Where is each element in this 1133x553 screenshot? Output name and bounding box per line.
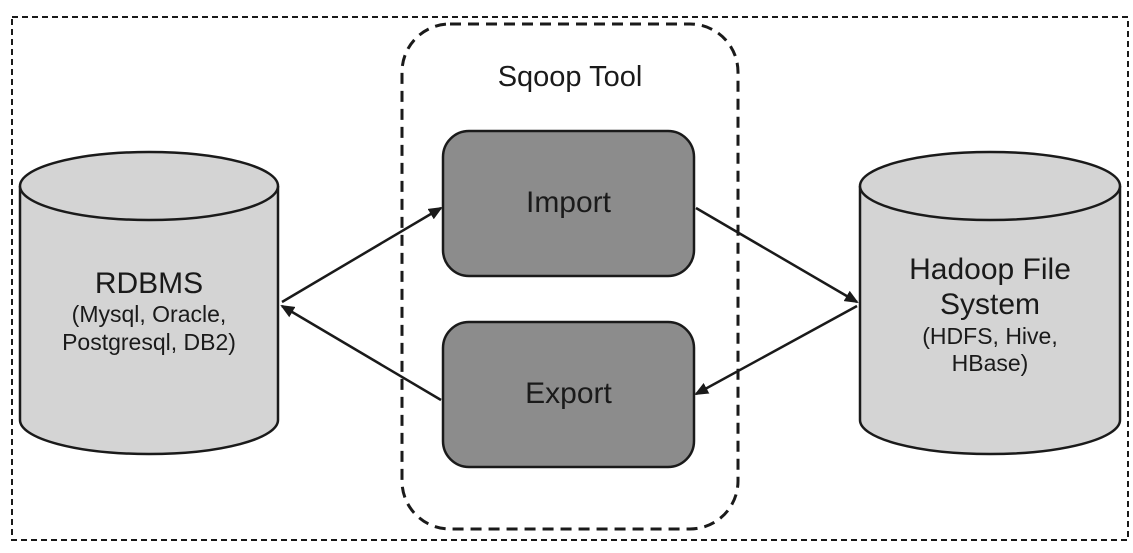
rdbms-subtitle-line2: Postgresql, DB2) (62, 328, 236, 355)
hadoop-cylinder-body (858, 186, 1122, 456)
hadoop-label-group: Hadoop File System (HDFS, Hive, HBase) (860, 252, 1120, 377)
export-box (441, 320, 696, 469)
export-label: Export (525, 377, 612, 410)
rdbms-cylinder-body (18, 186, 280, 456)
arrow-import-to-hadoop (695, 206, 859, 304)
hadoop-cylinder-top (858, 150, 1122, 222)
rdbms-label-group: RDBMS (Mysql, Oracle, Postgresql, DB2) (20, 266, 278, 356)
rdbms-title: RDBMS (94, 267, 204, 300)
rdbms-cylinder (18, 150, 280, 456)
hadoop-cylinder (858, 150, 1122, 456)
arrow-export-to-rdbms (280, 304, 442, 402)
hadoop-subtitle-line2: HBase) (951, 349, 1029, 376)
hadoop-title-line2: System (939, 288, 1041, 322)
rdbms-subtitle-line1: (Mysql, Oracle, (71, 301, 227, 328)
sqoop-tool-title: Sqoop Tool (497, 61, 643, 93)
sqoop-tool-container (400, 22, 740, 531)
import-box (441, 129, 696, 278)
hadoop-title-line1: Hadoop File (909, 253, 1071, 286)
import-label: Import (525, 186, 612, 219)
arrow-rdbms-to-import (281, 206, 443, 304)
rdbms-cylinder-top (18, 150, 280, 222)
arrow-hadoop-to-export (694, 304, 858, 396)
hadoop-subtitle-line1: (HDFS, Hive, (922, 322, 1058, 349)
